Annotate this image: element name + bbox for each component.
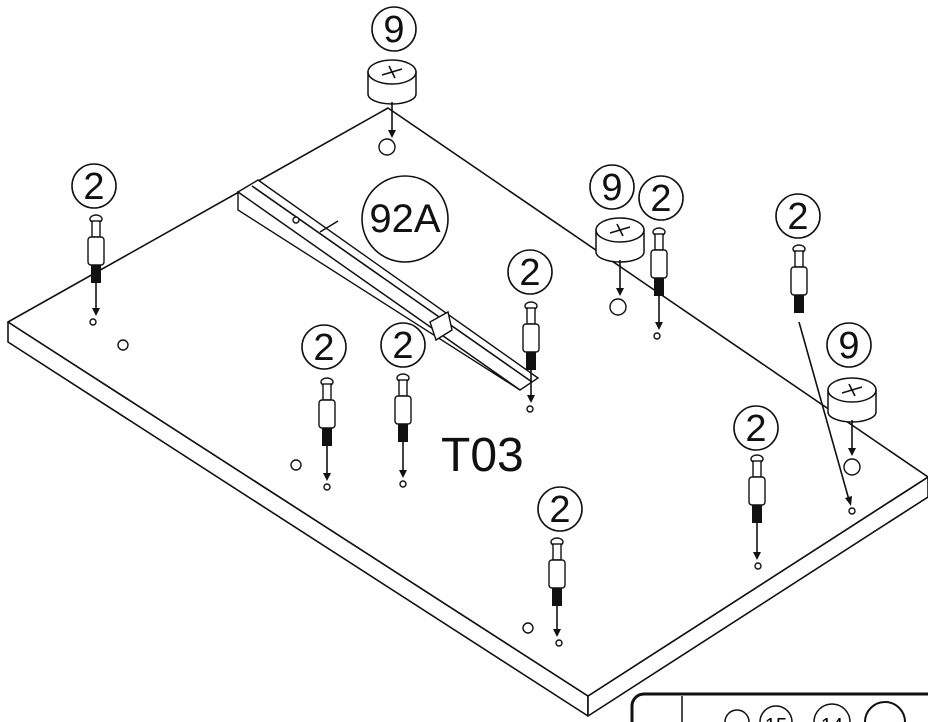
pin-callout: 2 (301, 324, 347, 370)
hole (848, 507, 856, 515)
panel-label: T03 (441, 429, 524, 482)
board-holes (89, 138, 861, 647)
cam-lock (367, 59, 417, 138)
hole (399, 480, 407, 488)
hole (754, 562, 762, 570)
hole (609, 298, 627, 316)
pin-callout: 2 (638, 175, 684, 221)
corner-inset: 15 14 (630, 692, 928, 722)
cam-locks (367, 59, 877, 456)
dowel-pins (87, 214, 852, 637)
board-panel (7, 107, 928, 717)
pin-callout-label: 2 (549, 489, 570, 531)
pin-callout-label: 2 (392, 325, 413, 367)
dowel-pin (790, 244, 808, 313)
dowel-pin (748, 454, 766, 560)
pin-callout-label: 2 (313, 327, 334, 369)
drawer-rail (236, 179, 540, 391)
pin-callout: 2 (71, 163, 117, 209)
pin-callout: 2 (380, 322, 426, 368)
dowel-pin (318, 377, 336, 481)
pin-callout-label: 2 (519, 252, 540, 294)
pin-callout: 2 (507, 249, 553, 295)
dowel-pin (522, 301, 540, 403)
cam-callout: 9 (371, 6, 417, 52)
dowel-pin (87, 214, 105, 316)
pin-callout: 2 (537, 486, 583, 532)
pin-callout: 2 (733, 405, 779, 451)
pin-callout-label: 2 (787, 196, 808, 238)
pin-callout-label: 2 (745, 408, 766, 450)
cam-callout-label: 9 (383, 9, 404, 51)
board-top-surface (7, 107, 928, 697)
cam-callout-label: 9 (601, 167, 622, 209)
pin-callout: 2 (775, 193, 821, 239)
cam-callout: 9 (826, 322, 872, 368)
pin-callout-label: 2 (83, 166, 104, 208)
corner-callout-15: 15 (765, 715, 787, 722)
hole (653, 332, 661, 340)
cam-callout: 9 (589, 164, 635, 210)
dowel-pin (394, 373, 412, 478)
hole (323, 483, 331, 491)
dowel-pin (650, 227, 668, 330)
hole (843, 458, 861, 476)
hole (522, 622, 534, 634)
rail-callout-label: 92A (369, 197, 440, 241)
cam-lock (827, 377, 877, 456)
hole (555, 639, 563, 647)
hole (89, 318, 97, 326)
hole (378, 138, 396, 156)
pin-callout-label: 2 (650, 178, 671, 220)
cam-callout-label: 9 (838, 325, 859, 367)
corner-callout-14: 14 (821, 715, 843, 722)
dowel-pin (548, 537, 566, 637)
cam-lock (595, 217, 645, 296)
hole (117, 339, 129, 351)
hole (290, 459, 302, 471)
hole (526, 405, 534, 413)
rail-callout: 92A (361, 175, 449, 263)
